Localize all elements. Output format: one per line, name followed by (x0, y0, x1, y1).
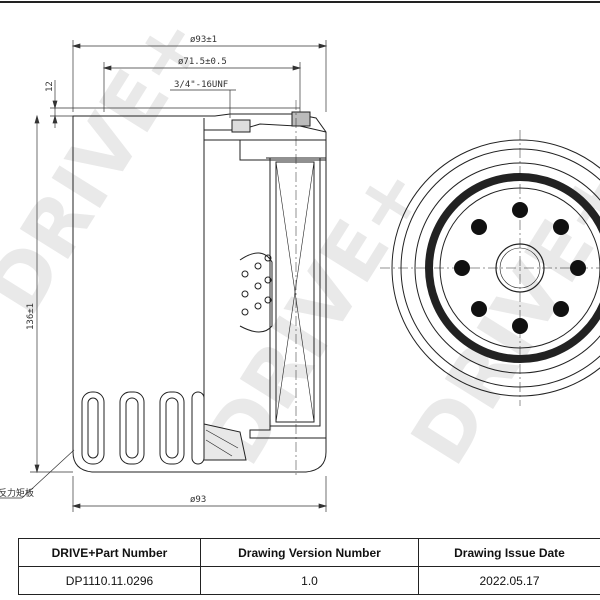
dim-total-height: 136±1 (26, 303, 36, 330)
oil-inlet-holes (454, 202, 586, 334)
header-issue-date: Drawing Issue Date (418, 538, 600, 567)
dimension-lines (0, 40, 328, 512)
value-version-number: 1.0 (200, 566, 419, 595)
info-table-value-row: DP1110.11.0296 1.0 2022.05.17 (18, 566, 600, 595)
header-version-number: Drawing Version Number (200, 538, 419, 567)
oil-hole (471, 219, 487, 235)
oil-hole (570, 260, 586, 276)
callout-label: 反力矩板 (0, 487, 34, 499)
drawing-info-table: DRIVE+Part Number Drawing Version Number… (18, 538, 600, 595)
dim-top-height: 12 (45, 81, 55, 92)
oil-hole (512, 202, 528, 218)
dim-outer-top-diameter: ø93±1 (190, 35, 217, 45)
dim-thread: 3/4"-16UNF (174, 80, 228, 90)
value-part-number: DP1110.11.0296 (18, 566, 201, 595)
side-view (72, 100, 327, 478)
oil-filter-drawing: DRIVE+ DRIVE+ DRIVE+ (0, 0, 600, 512)
dim-gasket-diameter: ø71.5±0.5 (178, 57, 227, 67)
top-view (380, 130, 600, 406)
oil-hole (471, 301, 487, 317)
oil-hole (454, 260, 470, 276)
oil-hole (553, 219, 569, 235)
can-outline (72, 113, 327, 473)
watermark-left: DRIVE+ (0, 0, 222, 330)
header-part-number: DRIVE+Part Number (18, 538, 201, 567)
oil-hole (553, 301, 569, 317)
oil-hole (512, 318, 528, 334)
value-issue-date: 2022.05.17 (418, 566, 600, 595)
dim-bottom-diameter: ø93 (190, 495, 206, 505)
info-table-header-row: DRIVE+Part Number Drawing Version Number… (18, 538, 600, 567)
